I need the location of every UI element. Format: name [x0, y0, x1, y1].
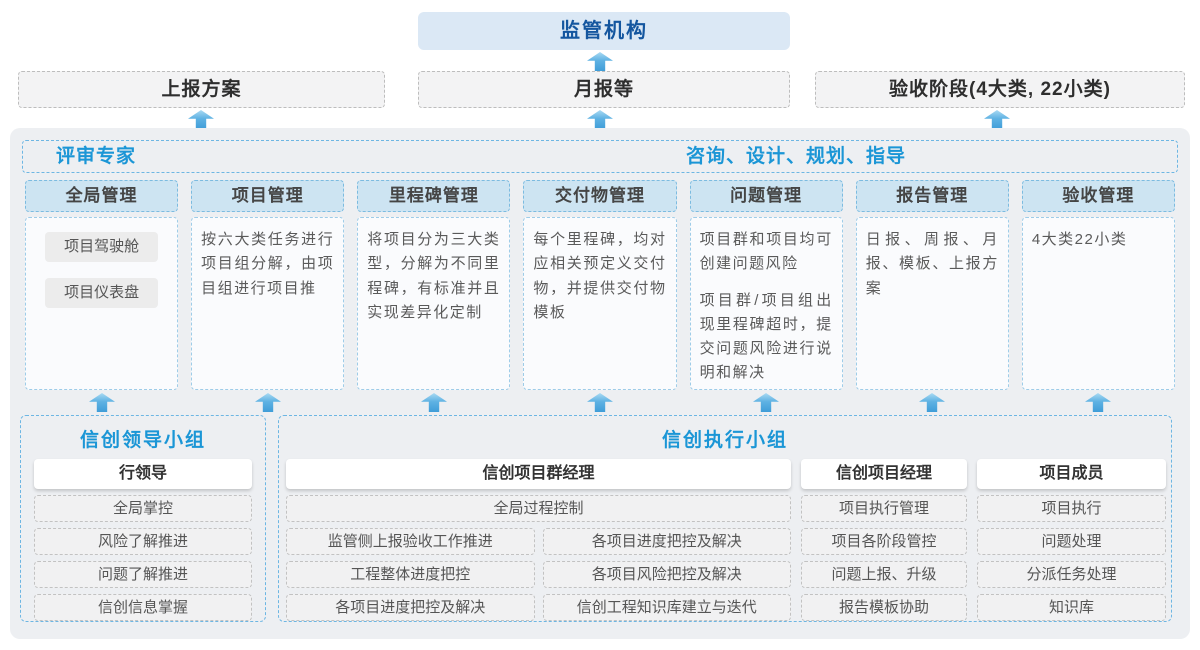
list-item: 报告模板协助	[801, 594, 967, 621]
column-issue-mgmt: 问题管理 项目群和项目均可创建问题风险 项目群/项目组出现里程碑超时，提交问题风…	[689, 180, 843, 390]
column-paragraph: 每个里程碑，均对应相关预定义交付物，并提供交付物模板	[533, 231, 667, 321]
project-dashboard-chip: 项目仪表盘	[45, 278, 159, 308]
column-title: 项目管理	[191, 180, 345, 212]
project-manager-section: 信创项目经理 项目执行管理 项目各阶段管控 问题上报、升级 报告模板协助	[801, 459, 967, 621]
list-item: 全局过程控制	[286, 495, 791, 522]
column-deliverable-mgmt: 交付物管理 每个里程碑，均对应相关预定义交付物，并提供交付物模板	[523, 180, 677, 390]
leadership-group-title: 信创领导小组	[79, 430, 206, 451]
column-acceptance-mgmt: 验收管理 4大类22小类	[1021, 180, 1175, 390]
list-item: 工程整体进度把控	[286, 561, 535, 588]
column-title: 验收管理	[1021, 180, 1175, 212]
management-columns: 全局管理 项目驾驶舱 项目仪表盘 项目管理 按六大类任务进行项目组分解，由项目组…	[25, 180, 1175, 390]
column-paragraph: 4大类22小类	[1031, 231, 1128, 248]
column-title: 交付物管理	[523, 180, 677, 212]
column-paragraph: 将项目分为三大类型，分解为不同里程碑，有标准并且实现差异化定制	[367, 231, 501, 321]
list-item: 信创工程知识库建立与迭代	[542, 594, 791, 621]
list-item: 问题处理	[977, 528, 1166, 555]
project-member-section: 项目成员 项目执行 问题处理 分派任务处理 知识库	[977, 459, 1166, 621]
column-body: 按六大类任务进行项目组分解，由项目组进行项目推	[191, 217, 345, 390]
column-report-mgmt: 报告管理 日报、周报、月报、模板、上报方案	[855, 180, 1009, 390]
column-body: 日报、周报、月报、模板、上报方案	[855, 217, 1009, 390]
main-panel: 评审专家 咨询、设计、规划、指导 全局管理 项目驾驶舱 项目仪表盘 项目管理 按…	[10, 128, 1190, 639]
column-body: 项目驾驶舱 项目仪表盘	[25, 217, 179, 390]
program-manager-grid: 监管侧上报验收工作推进 各项目进度把控及解决 工程整体进度把控 各项目风险把控及…	[286, 522, 791, 621]
program-manager-role: 信创项目群经理	[286, 459, 791, 489]
consult-design-label: 咨询、设计、规划、指导	[686, 146, 907, 167]
list-item: 监管侧上报验收工作推进	[286, 528, 535, 555]
project-manager-role: 信创项目经理	[801, 459, 967, 489]
column-body: 将项目分为三大类型，分解为不同里程碑，有标准并且实现差异化定制	[357, 217, 511, 390]
column-paragraph: 按六大类任务进行项目组分解，由项目组进行项目推	[201, 231, 335, 297]
column-paragraph: 项目群/项目组出现里程碑超时，提交问题风险进行说明和解决	[699, 291, 833, 382]
list-item: 信创信息掌握	[34, 594, 252, 621]
execution-group-body: 信创项目群经理 全局过程控制 监管侧上报验收工作推进 各项目进度把控及解决 工程…	[286, 459, 1166, 621]
up-arrow-icon	[984, 110, 1010, 129]
execution-group-title: 信创执行小组	[661, 430, 788, 451]
list-item: 各项目进度把控及解决	[286, 594, 535, 621]
column-paragraph: 项目群和项目均可创建问题风险	[699, 231, 833, 273]
list-item: 知识库	[977, 594, 1166, 621]
column-body: 项目群和项目均可创建问题风险 项目群/项目组出现里程碑超时，提交问题风险进行说明…	[689, 217, 843, 390]
list-item: 各项目风险把控及解决	[542, 561, 791, 588]
list-item: 项目执行	[977, 495, 1166, 522]
column-body: 每个里程碑，均对应相关预定义交付物，并提供交付物模板	[523, 217, 677, 390]
column-body: 4大类22小类	[1021, 217, 1175, 390]
list-item: 分派任务处理	[977, 561, 1166, 588]
column-title: 问题管理	[689, 180, 843, 212]
regulator-box: 监管机构	[418, 12, 790, 50]
up-arrow-icon	[587, 110, 613, 129]
monthly-report-box: 月报等	[418, 71, 790, 108]
project-cockpit-chip: 项目驾驶舱	[45, 232, 159, 262]
list-item: 项目执行管理	[801, 495, 967, 522]
column-title: 里程碑管理	[357, 180, 511, 212]
acceptance-phase-box: 验收阶段(4大类, 22小类)	[815, 71, 1185, 108]
list-item: 风险了解推进	[34, 528, 252, 555]
project-member-role: 项目成员	[977, 459, 1166, 489]
report-plan-box: 上报方案	[18, 71, 385, 108]
review-experts-label: 评审专家	[56, 146, 137, 167]
list-item: 各项目进度把控及解决	[542, 528, 791, 555]
list-item: 全局掌控	[34, 495, 252, 522]
experts-header-bar: 评审专家 咨询、设计、规划、指导	[22, 140, 1178, 173]
up-arrow-icon	[587, 52, 613, 71]
column-global-mgmt: 全局管理 项目驾驶舱 项目仪表盘	[25, 180, 179, 390]
list-item: 问题了解推进	[34, 561, 252, 588]
program-manager-section: 信创项目群经理 全局过程控制 监管侧上报验收工作推进 各项目进度把控及解决 工程…	[286, 459, 791, 621]
up-arrow-icon	[188, 110, 214, 129]
list-item: 项目各阶段管控	[801, 528, 967, 555]
column-title: 报告管理	[855, 180, 1009, 212]
column-milestone-mgmt: 里程碑管理 将项目分为三大类型，分解为不同里程碑，有标准并且实现差异化定制	[357, 180, 511, 390]
column-title: 全局管理	[25, 180, 179, 212]
leadership-group-body: 行领导 全局掌控 风险了解推进 问题了解推进 信创信息掌握	[21, 452, 265, 621]
execution-group: 信创执行小组 信创项目群经理 全局过程控制 监管侧上报验收工作推进 各项目进度把…	[278, 415, 1172, 622]
bank-leader-role: 行领导	[34, 459, 252, 489]
column-project-mgmt: 项目管理 按六大类任务进行项目组分解，由项目组进行项目推	[191, 180, 345, 390]
list-item: 问题上报、升级	[801, 561, 967, 588]
column-paragraph: 日报、周报、月报、模板、上报方案	[865, 231, 999, 297]
leadership-group: 信创领导小组 行领导 全局掌控 风险了解推进 问题了解推进 信创信息掌握	[20, 415, 266, 622]
